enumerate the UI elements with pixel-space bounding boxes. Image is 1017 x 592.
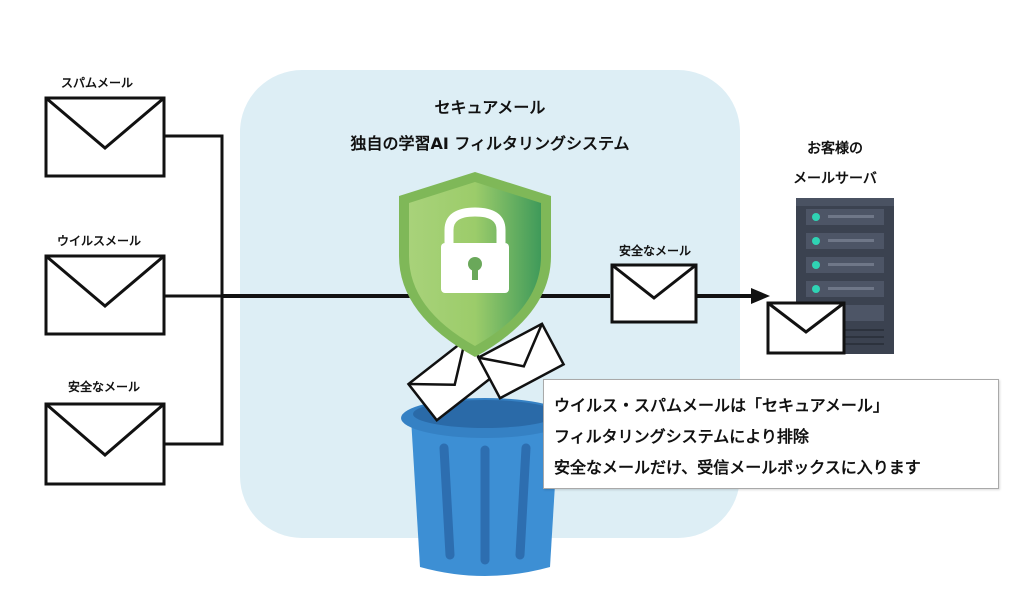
server-label-line1: お客様の: [807, 141, 863, 157]
explanation-callout: ウイルス・スパムメールは「セキュアメール」 フィルタリングシステムにより排除 安…: [543, 379, 999, 489]
input-connector-lines: [164, 134, 224, 446]
trash-can-icon: [401, 398, 569, 576]
envelope-icon: [44, 402, 166, 486]
envelope-icon: [406, 337, 496, 423]
input-label-virus: ウイルスメール: [57, 234, 142, 248]
panel-subtitle: 独自の学習AI フィルタリングシステム: [350, 134, 630, 153]
envelope-icon: [766, 301, 846, 355]
server-label-line2: メールサーバ: [793, 171, 877, 187]
arrow-right-icon: [751, 288, 770, 304]
envelope-icon: [44, 96, 166, 178]
envelope-icon: [476, 322, 566, 400]
envelope-icon: [610, 263, 698, 324]
callout-line-3: 安全なメールだけ、受信メールボックスに入ります: [554, 458, 921, 477]
input-label-safe: 安全なメール: [68, 380, 141, 394]
panel-title: セキュアメール: [434, 98, 546, 117]
callout-line-2: フィルタリングシステムにより排除: [554, 427, 809, 446]
shield-lock-icon: [399, 172, 551, 357]
input-label-spam: スパムメール: [61, 76, 134, 90]
output-label-safe: 安全なメール: [619, 244, 692, 258]
callout-line-1: ウイルス・スパムメールは「セキュアメール」: [554, 396, 889, 415]
envelope-icon: [44, 254, 166, 336]
